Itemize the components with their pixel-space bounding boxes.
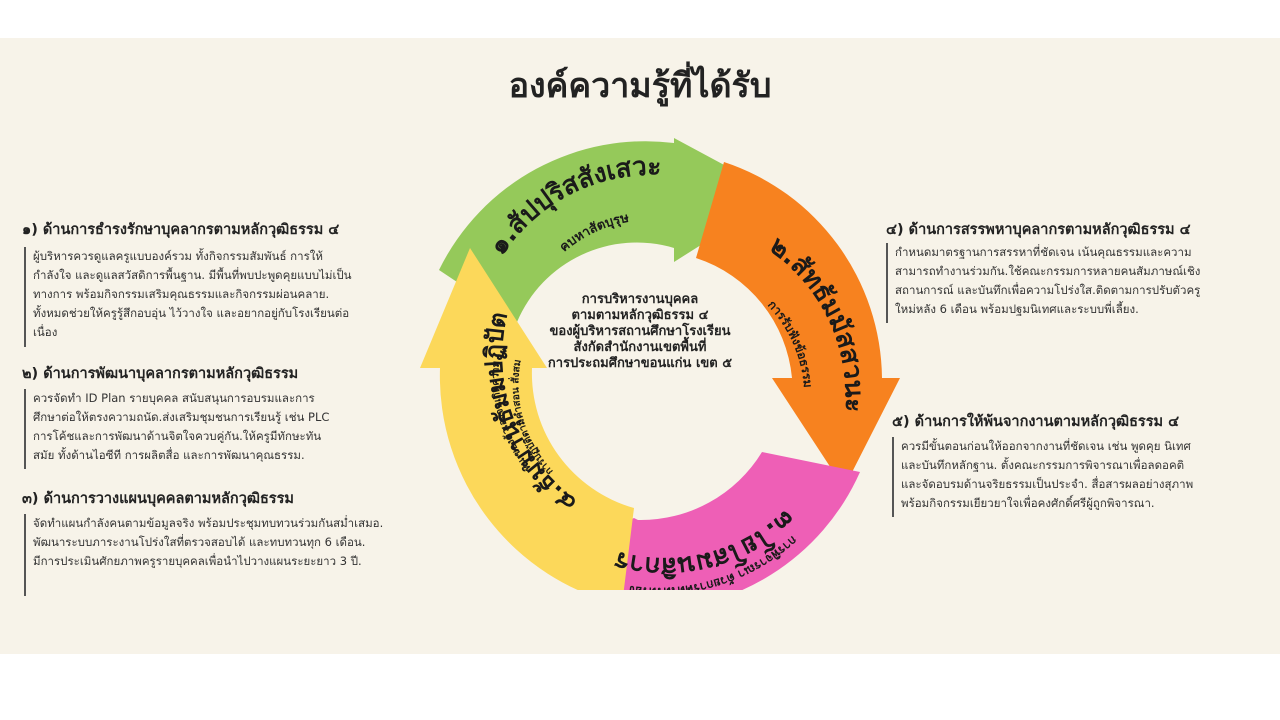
section-2-line: สมัย ทั้งด้านไอซีที การผลิตสื่อ และการพั… bbox=[33, 448, 305, 462]
slide-title: องค์ความรู้ที่ได้รับ bbox=[508, 66, 772, 106]
section-2-line: ควรจัดทำ ID Plan รายบุคคล สนับสนุนการอบร… bbox=[33, 391, 315, 405]
section-3-line: มีการประเมินศักยภาพครูรายบุคคลเพื่อนำไปว… bbox=[33, 554, 362, 568]
section-2-line: การโค้ชและการพัฒนาด้านจิตใจควบคู่กัน.ให้… bbox=[33, 429, 322, 443]
section-1-line: กำลังใจ และดูแลสวัสดิการพื้นฐาน. มีพื้นท… bbox=[33, 268, 352, 282]
section-3-body: จัดทำแผนกำลังคนตามข้อมูลจริง พร้อมประชุม… bbox=[24, 514, 444, 596]
section-1-line: เนื่อง bbox=[33, 325, 58, 339]
section-1-body: ผู้บริหารควรดูแลครูแบบองค์รวม ทั้งกิจกรร… bbox=[24, 247, 404, 347]
section-4-body: กำหนดมาตรฐานการสรรหาที่ชัดเจน เน้นคุณธรร… bbox=[886, 243, 1266, 323]
section-1-title: ๑) ด้านการธำรงรักษาบุคลากรตามหลักวุฒิธรร… bbox=[22, 222, 340, 238]
cycle-segment-2 bbox=[696, 162, 900, 488]
section-5-line: ควรมีขั้นตอนก่อนให้ออกจากงานที่ชัดเจน เช… bbox=[901, 439, 1191, 453]
section-1-line: ทั้งหมดช่วยให้ครูรู้สึกอบอุ่น ไว้วางใจ แ… bbox=[33, 306, 350, 320]
section-1-line: ทางการ พร้อมกิจกรรมเสริมคุณธรรมและกิจกรร… bbox=[33, 287, 330, 301]
section-5-line: และบันทึกหลักฐาน. ตั้งคณะกรรมการพิจารณาเ… bbox=[901, 458, 1185, 472]
section-2-title: ๒) ด้านการพัฒนาบุคลากรตามหลักวุฒิธรรม bbox=[22, 366, 299, 382]
center-line: ของผู้บริหารสถานศึกษาโรงเรียน bbox=[549, 324, 731, 339]
section-4-line: กำหนดมาตรฐานการสรรหาที่ชัดเจน เน้นคุณธรร… bbox=[895, 245, 1192, 259]
cycle-segment-1 bbox=[439, 138, 780, 322]
cycle-segment-4 bbox=[420, 248, 634, 590]
section-4-title: ๔) ด้านการสรรพหาบุคลากรตามหลักวุฒิธรรม ๔ bbox=[886, 222, 1191, 238]
section-1-line: ผู้บริหารควรดูแลครูแบบองค์รวม ทั้งกิจกรร… bbox=[33, 249, 323, 263]
section-4-line: สามารถทำงานร่วมกัน.ใช้คณะกรรมการหลายคนสั… bbox=[895, 264, 1201, 278]
section-5-body: ควรมีขั้นตอนก่อนให้ออกจากงานที่ชัดเจน เช… bbox=[892, 437, 1272, 517]
section-3-title: ๓) ด้านการวางแผนบุคคลตามหลักวุฒิธรรม bbox=[22, 491, 294, 507]
section-2-body: ควรจัดทำ ID Plan รายบุคคล สนับสนุนการอบร… bbox=[24, 389, 404, 469]
section-4-line: ใหม่หลัง 6 เดือน พร้อมปฐมนิเทศและระบบพี่… bbox=[895, 302, 1139, 316]
center-line: สังกัดสำนักงานเขตพื้นที่ bbox=[573, 340, 707, 355]
section-3-line: จัดทำแผนกำลังคนตามข้อมูลจริง พร้อมประชุม… bbox=[33, 516, 384, 530]
section-5-title: ๕) ด้านการให้พ้นจากงานตามหลักวุฒิธรรม ๔ bbox=[892, 414, 1180, 430]
section-5-line: พร้อมกิจกรรมเยียวยาใจเพื่อคงศักดิ์ศรีผู้… bbox=[901, 496, 1155, 510]
section-3-line: พัฒนาระบบภาระงานโปร่งใสที่ตรวจสอบได้ และ… bbox=[33, 535, 366, 549]
section-2-line: ศึกษาต่อให้ตรงความถนัด.ส่งเสริมชุมชนการเ… bbox=[33, 410, 330, 424]
cycle-center-text: การบริหารงานบุคคล ตามตามหลักวุฒิธรรม ๔ ข… bbox=[528, 292, 752, 372]
center-line: การประถมศึกษาขอนแก่น เขต ๕ bbox=[547, 356, 733, 371]
center-line: การบริหารงานบุคคล bbox=[581, 292, 699, 307]
center-line: ตามตามหลักวุฒิธรรม ๔ bbox=[571, 308, 709, 323]
section-5-line: และจัดอบรมด้านจริยธรรมเป็นประจำ. สื่อสาร… bbox=[901, 477, 1194, 491]
cycle-diagram: ๑.สัปปุริสสังเสวะ คบหาสัตบุรุษ ๒.สัทธัมม… bbox=[420, 138, 900, 590]
section-4-line: สถานการณ์ และบันทึกเพื่อความโปร่งใส.ติดต… bbox=[895, 283, 1201, 297]
